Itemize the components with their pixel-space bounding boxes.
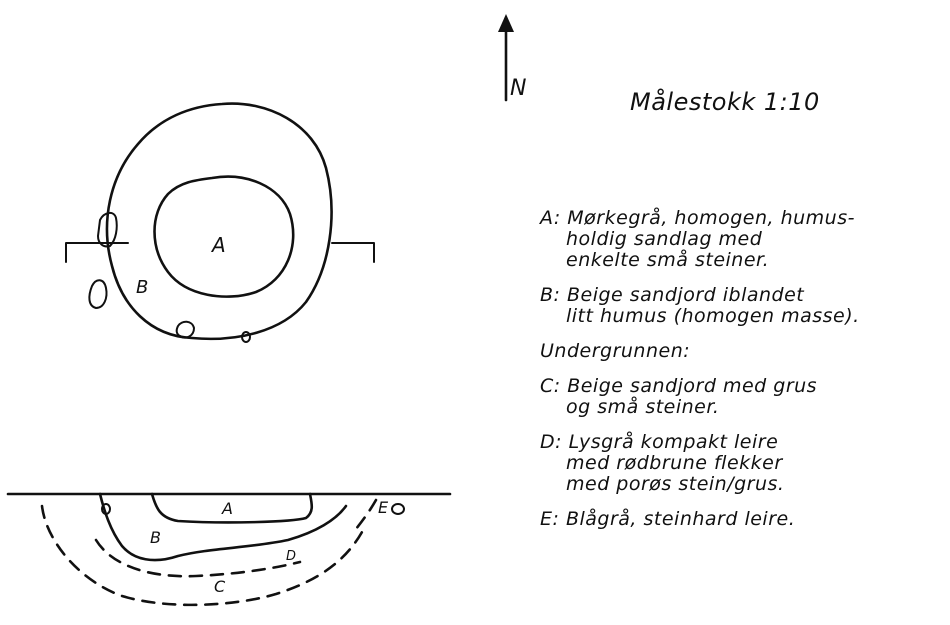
legend-entry-b: B: Beige sandjord iblandet litt humus (h… xyxy=(540,285,940,327)
plan-stone-3 xyxy=(175,320,195,339)
legend-c-line-2: og små steiner. xyxy=(566,396,720,418)
legend-d-line-1: D: Lysgrå kompakt leire xyxy=(540,431,779,453)
section-stone-1 xyxy=(101,503,111,515)
north-arrow xyxy=(498,14,514,102)
section-label-e: E xyxy=(378,498,389,517)
legend-c-line-1: C: Beige sandjord med grus xyxy=(540,375,818,397)
scale-label: Målestokk 1:10 xyxy=(630,88,820,116)
plan-label-a: A xyxy=(210,233,226,257)
legend-subsoil-label: Undergrunnen: xyxy=(540,340,691,362)
section-label-a: A xyxy=(221,499,233,518)
section-outer-boundary xyxy=(40,504,364,607)
legend-entry-c: C: Beige sandjord med grus og små steine… xyxy=(540,376,940,418)
legend-b-line-1: B: Beige sandjord iblandet xyxy=(540,284,805,306)
plan-ground-line-left xyxy=(65,242,129,263)
legend-d-line-3: med porøs stein/grus. xyxy=(566,473,785,495)
legend-b-line-2: litt humus (homogen masse). xyxy=(566,305,860,327)
legend-a-line-2: holdig sandlag med xyxy=(566,228,763,250)
section-label-b: B xyxy=(150,528,161,547)
legend-e-line-1: E: Blågrå, steinhard leire. xyxy=(540,508,796,530)
section-label-c: C xyxy=(214,577,226,596)
section-view: A B D C E xyxy=(6,492,452,607)
section-label-d: D xyxy=(286,549,296,564)
plan-inner-outline xyxy=(153,175,295,298)
legend-entry-d: D: Lysgrå kompakt leire med rødbrune fle… xyxy=(540,432,940,495)
plan-view: A B xyxy=(65,102,375,343)
north-label: N xyxy=(510,76,527,101)
section-right-boundary xyxy=(350,498,378,536)
legend-subsoil-heading: Undergrunnen: xyxy=(540,341,940,362)
plan-label-b: B xyxy=(136,277,148,298)
legend-entry-a: A: Mørkegrå, homogen, humus- holdig sand… xyxy=(540,208,940,271)
section-layer-a xyxy=(150,492,314,524)
legend-a-line-3: enkelte små steiner. xyxy=(566,249,770,271)
plan-ground-line-right xyxy=(331,242,375,263)
legend-a-line-1: A: Mørkegrå, homogen, humus- xyxy=(540,207,855,229)
section-layer-c xyxy=(94,538,302,578)
plan-stone-2 xyxy=(88,279,108,309)
section-layer-b xyxy=(98,492,348,562)
plan-stone-1 xyxy=(97,212,118,248)
legend-d-line-2: med rødbrune flekker xyxy=(566,452,783,474)
section-stone-2 xyxy=(391,503,405,515)
legend: A: Mørkegrå, homogen, humus- holdig sand… xyxy=(540,208,940,530)
legend-entry-e: E: Blågrå, steinhard leire. xyxy=(540,509,940,530)
plan-outer-outline xyxy=(105,102,333,341)
plan-stone-4 xyxy=(241,331,251,343)
